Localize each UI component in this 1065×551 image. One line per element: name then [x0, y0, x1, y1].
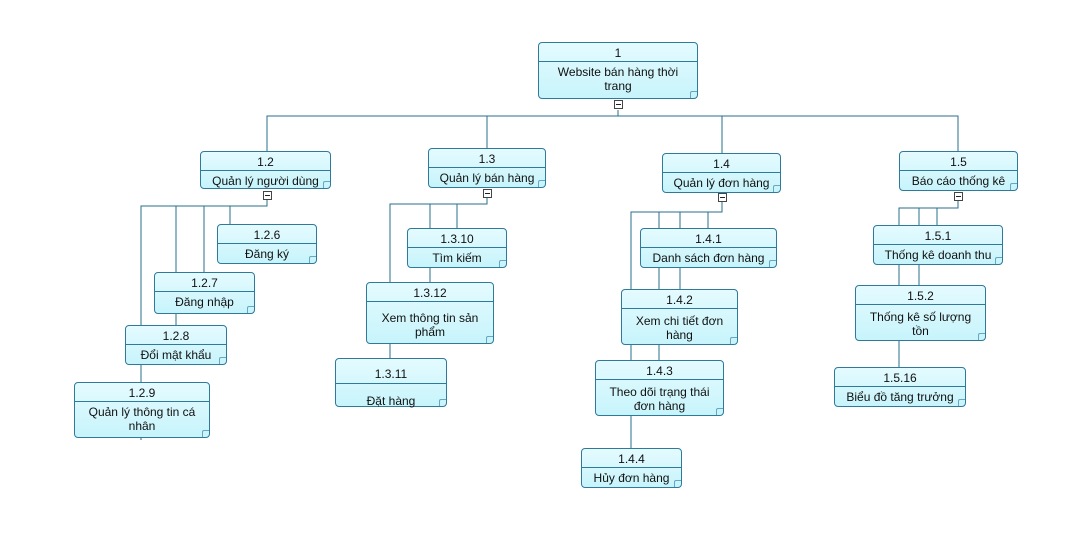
- node-1-4[interactable]: 1.4 Quản lý đơn hàng: [662, 153, 781, 193]
- corner-fold-icon: [247, 306, 254, 313]
- node-label: Website bán hàng thời trang: [557, 65, 679, 93]
- node-label: Tìm kiếm: [432, 251, 482, 265]
- node-1-2-8[interactable]: 1.2.8 Đổi mật khẩu: [125, 325, 227, 365]
- corner-fold-icon: [538, 180, 545, 187]
- node-label: Xem chi tiết đơn hàng: [635, 314, 724, 342]
- node-1-3-11[interactable]: 1.3.11 Đặt hàng: [335, 358, 447, 408]
- node-1-2-9[interactable]: 1.2.9 Quản lý thông tin cá nhân: [74, 382, 210, 438]
- corner-fold-icon: [769, 260, 776, 267]
- node-1-5-1[interactable]: 1.5.1 Thống kê doanh thu: [873, 225, 1003, 265]
- corner-fold-icon: [439, 399, 446, 406]
- node-1-3-10[interactable]: 1.3.10 Tìm kiếm: [407, 228, 507, 268]
- node-1[interactable]: 1 Website bán hàng thời trang: [538, 42, 698, 99]
- corner-fold-icon: [486, 336, 493, 343]
- node-label: Đặt hàng: [366, 394, 416, 408]
- node-1-5-2[interactable]: 1.5.2 Thống kê số lượng tồn: [855, 285, 986, 341]
- corner-fold-icon: [690, 91, 697, 98]
- node-1-2-7[interactable]: 1.2.7 Đăng nhập: [154, 272, 255, 314]
- edge-n1-n1_5: [618, 115, 959, 152]
- node-1-3[interactable]: 1.3 Quản lý bán hàng: [428, 148, 546, 188]
- node-1-4-1[interactable]: 1.4.1 Danh sách đơn hàng: [640, 228, 777, 268]
- node-1-5[interactable]: 1.5 Báo cáo thống kê: [899, 151, 1018, 191]
- corner-fold-icon: [995, 257, 1002, 264]
- node-number: 1.3.12: [413, 286, 447, 300]
- node-1-4-3[interactable]: 1.4.3 Theo dõi trạng thái đơn hàng: [595, 360, 724, 416]
- node-label: Đăng ký: [244, 247, 290, 261]
- node-number: 1.5: [950, 155, 967, 169]
- node-number: 1.4: [713, 157, 730, 171]
- collapse-toggle-icon[interactable]: [483, 189, 492, 198]
- node-label: Theo dõi trạng thái đơn hàng: [609, 385, 710, 413]
- node-number: 1.2.6: [253, 228, 281, 242]
- corner-fold-icon: [773, 185, 780, 192]
- edge-n1-n1_2: [266, 110, 619, 152]
- corner-fold-icon: [219, 357, 226, 364]
- edge-n1_3-children: [389, 197, 488, 359]
- corner-fold-icon: [323, 181, 330, 188]
- node-label: Danh sách đơn hàng: [652, 251, 765, 265]
- corner-fold-icon: [499, 260, 506, 267]
- node-label: Quản lý bán hàng: [439, 171, 535, 185]
- node-number: 1.5.1: [924, 229, 952, 243]
- node-label: Quản lý đơn hàng: [673, 176, 770, 190]
- node-1-4-2[interactable]: 1.4.2 Xem chi tiết đơn hàng: [621, 289, 738, 345]
- collapse-toggle-icon[interactable]: [718, 193, 727, 202]
- collapse-toggle-icon[interactable]: [614, 100, 623, 109]
- node-number: 1.4.2: [666, 293, 693, 307]
- node-1-5-16[interactable]: 1.5.16 Biểu đồ tăng trưởng: [834, 367, 966, 407]
- node-number: 1.2.7: [191, 276, 218, 290]
- node-label: Báo cáo thống kê: [911, 174, 1006, 188]
- node-label: Đăng nhập: [175, 295, 234, 309]
- corner-fold-icon: [674, 480, 681, 487]
- node-number: 1.2.8: [162, 329, 190, 343]
- node-number: 1.4.4: [618, 452, 645, 466]
- node-label: Biểu đồ tăng trưởng: [846, 390, 954, 404]
- node-1-2-6[interactable]: 1.2.6 Đăng ký: [217, 224, 317, 264]
- node-label: Thống kê số lượng tồn: [869, 310, 972, 338]
- corner-fold-icon: [1010, 183, 1017, 190]
- node-label: Xem thông tin sản phẩm: [381, 311, 479, 339]
- node-number: 1.2: [257, 155, 274, 169]
- node-number: 1.2.9: [128, 386, 156, 400]
- corner-fold-icon: [978, 333, 985, 340]
- collapse-toggle-icon[interactable]: [263, 191, 272, 200]
- node-number: 1.4.3: [646, 364, 673, 378]
- node-number: 1.3: [478, 152, 496, 166]
- node-label: Quản lý người dùng: [212, 174, 319, 188]
- node-number: 1.3.10: [440, 232, 474, 246]
- collapse-toggle-icon[interactable]: [954, 192, 963, 201]
- node-label: Quản lý thông tin cá nhân: [88, 405, 196, 433]
- node-number: 1.3.11: [374, 367, 408, 381]
- node-1-4-4[interactable]: 1.4.4 Hủy đơn hàng: [581, 448, 682, 488]
- node-label: Hủy đơn hàng: [593, 471, 670, 485]
- node-number: 1.4.1: [695, 232, 722, 246]
- corner-fold-icon: [958, 399, 965, 406]
- corner-fold-icon: [716, 408, 723, 415]
- node-1-3-12[interactable]: 1.3.12 Xem thông tin sản phẩm: [366, 282, 494, 344]
- node-number: 1: [614, 46, 622, 60]
- node-label: Đổi mật khẩu: [140, 348, 212, 362]
- corner-fold-icon: [309, 256, 316, 263]
- node-1-2[interactable]: 1.2 Quản lý người dùng: [200, 151, 331, 189]
- node-number: 1.5.16: [883, 371, 917, 385]
- corner-fold-icon: [202, 430, 209, 437]
- corner-fold-icon: [730, 337, 737, 344]
- node-number: 1.5.2: [907, 289, 934, 303]
- node-label: Thống kê doanh thu: [884, 248, 992, 262]
